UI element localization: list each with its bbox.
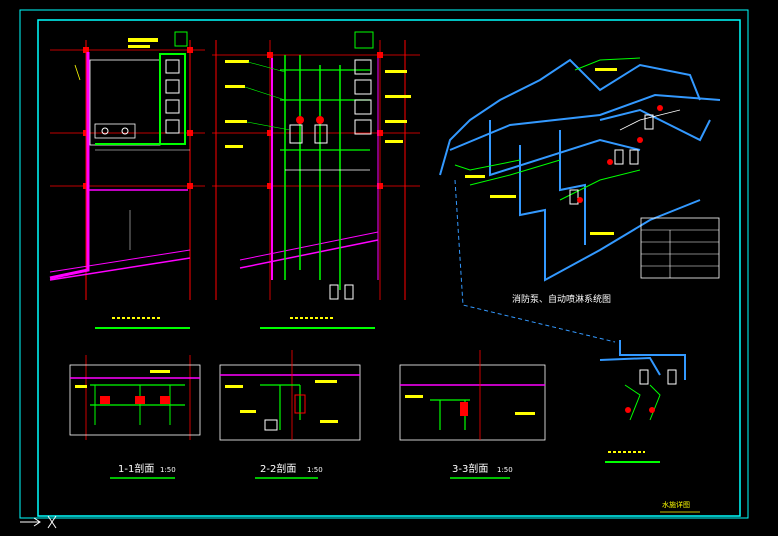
plan-view-right	[212, 31, 420, 329]
ucs-axis-icon	[20, 515, 57, 529]
isometric-diagram-title: 消防泵、自动喷淋系统图	[512, 295, 612, 305]
section-2-2-scale: 1:50	[307, 466, 323, 474]
isometric-pump-detail	[599, 340, 686, 463]
title-block-label: 水施详图	[662, 501, 690, 509]
section-3-3-scale: 1:50	[497, 466, 513, 474]
plan-view-left	[49, 31, 205, 329]
sheet-border	[19, 9, 749, 519]
section-3-3	[399, 350, 546, 479]
section-2-2	[219, 350, 361, 479]
drawing-frame	[37, 19, 741, 517]
section-1-1	[69, 355, 201, 479]
section-1-1-scale: 1:50	[160, 466, 176, 474]
section-3-3-title: 3-3剖面	[452, 464, 489, 475]
section-1-1-title: 1-1剖面	[118, 464, 155, 475]
isometric-system-diagram	[439, 57, 721, 343]
section-2-2-title: 2-2剖面	[260, 464, 297, 475]
